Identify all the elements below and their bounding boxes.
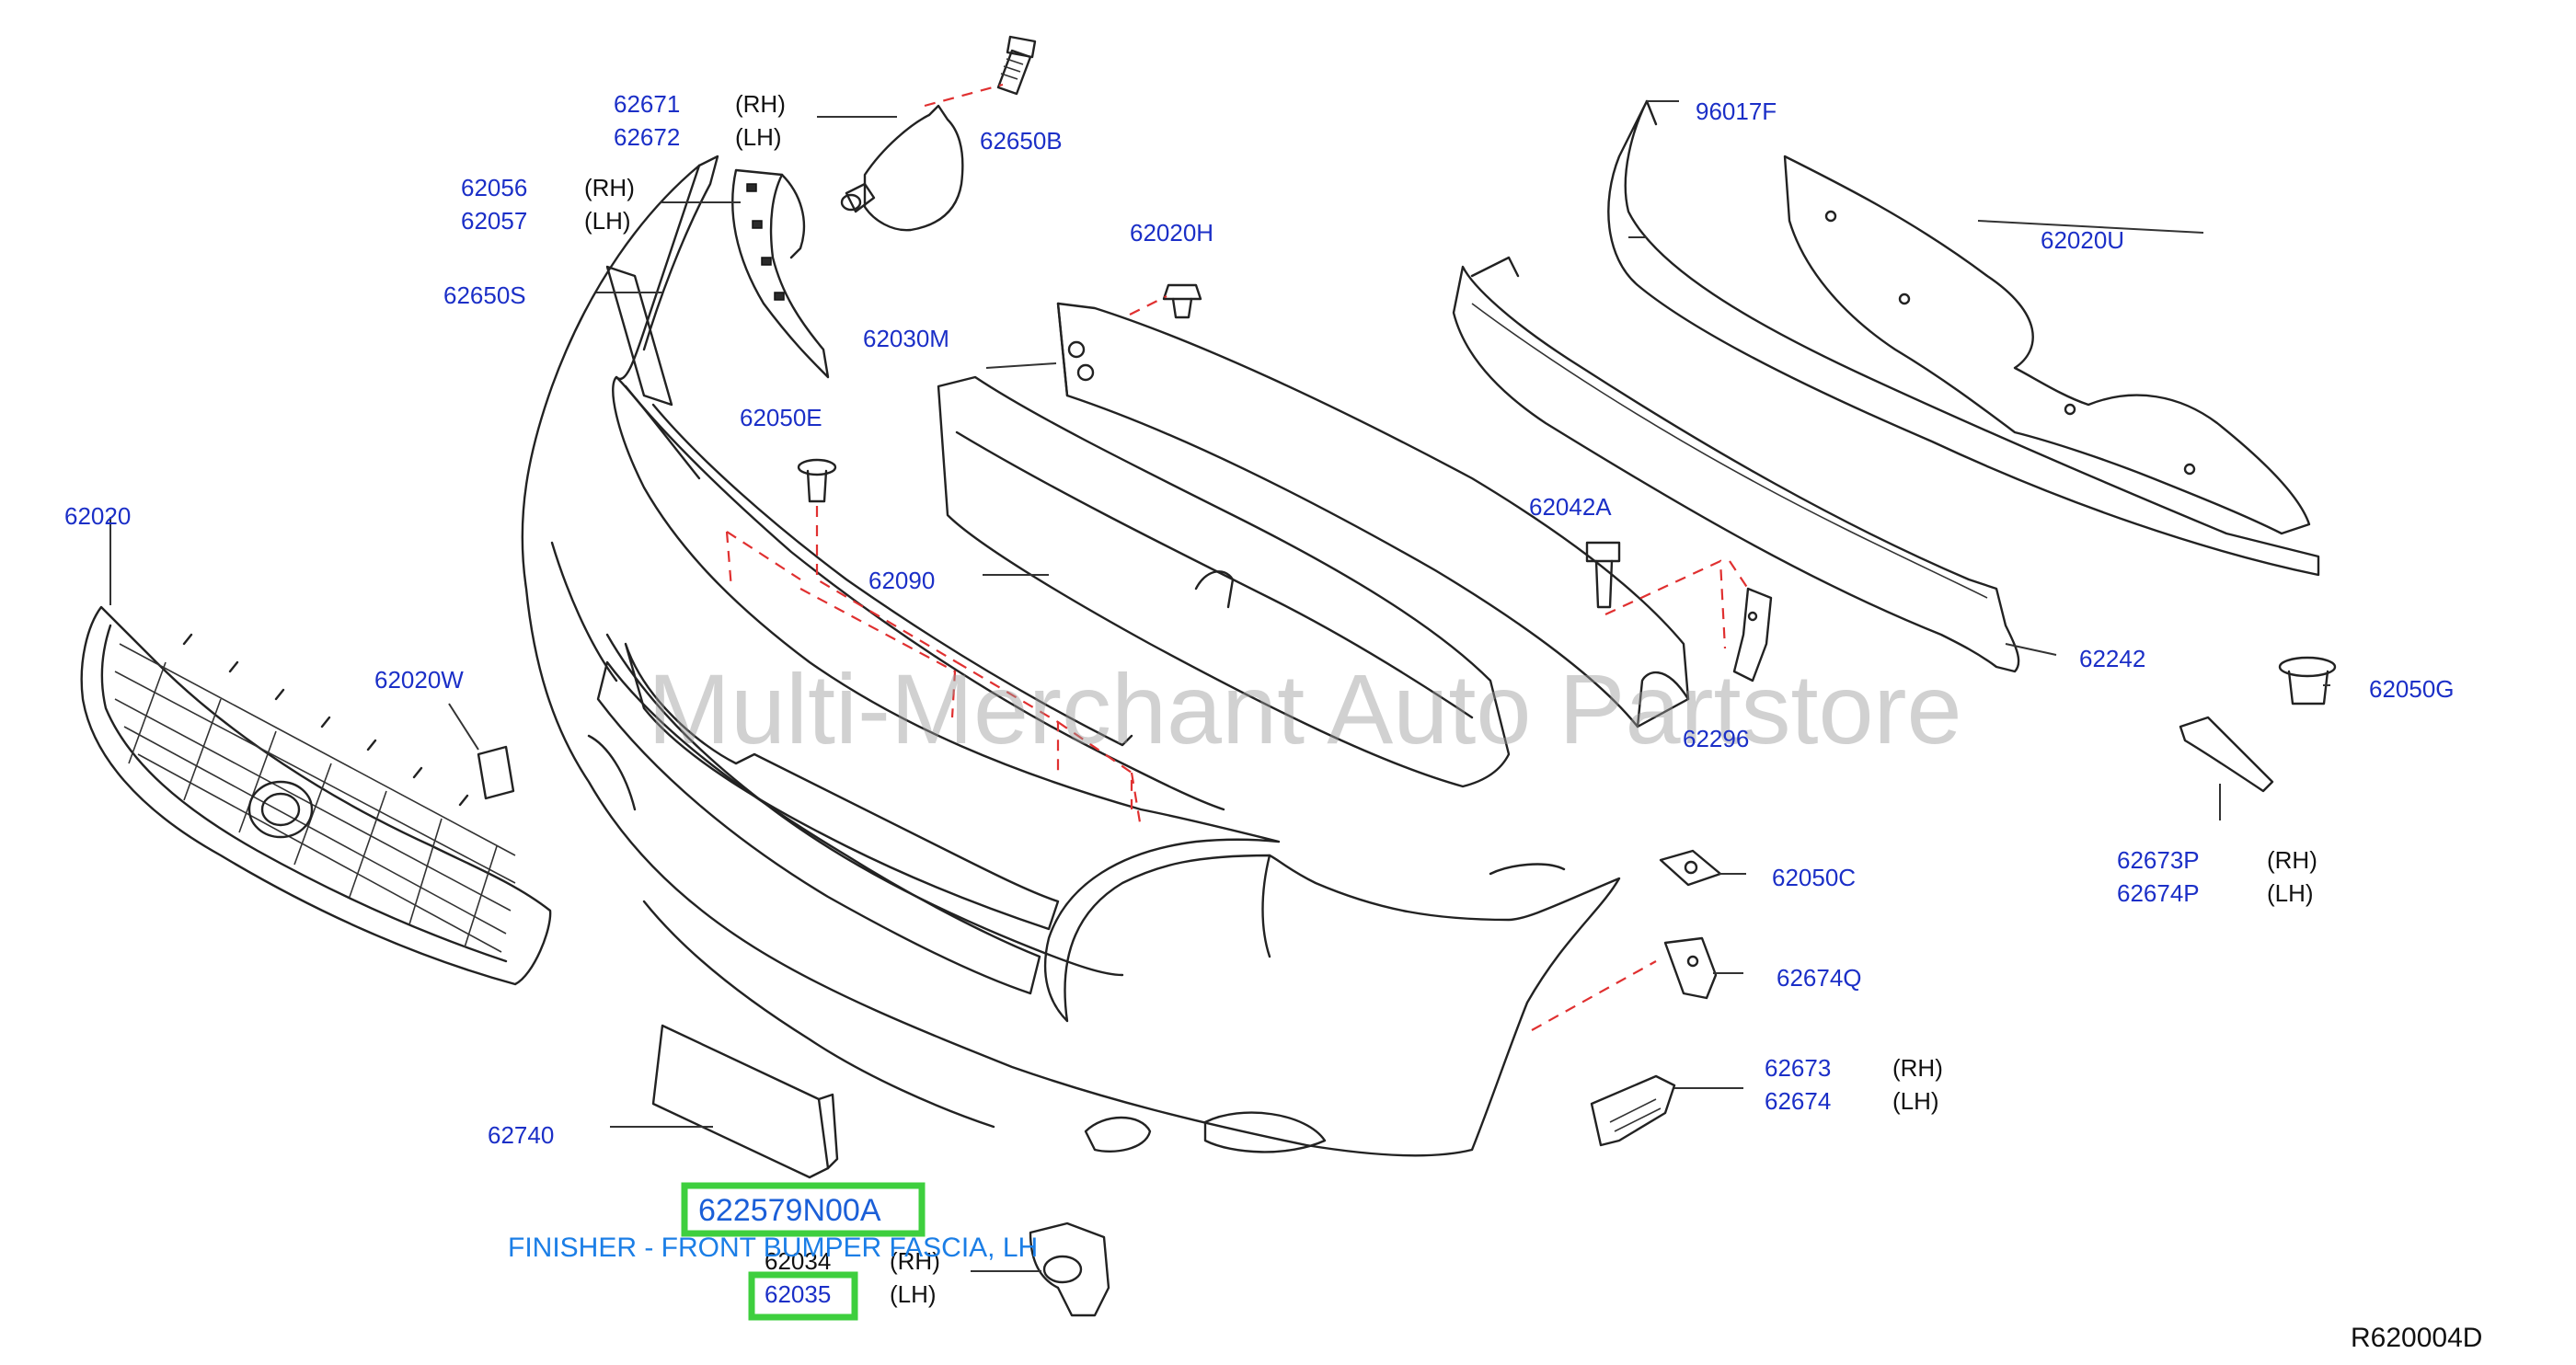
highlight-box-part-number <box>681 1182 926 1237</box>
support-62242-drawing <box>1452 256 2020 673</box>
label-62035[interactable]: 62035 <box>765 1280 831 1308</box>
side-62034: (RH) <box>890 1247 940 1275</box>
side-62673: (RH) <box>1892 1054 1943 1082</box>
label-62020W[interactable]: 62020W <box>374 666 464 694</box>
fascia-bracket-62056-drawing <box>731 168 830 379</box>
label-62674Q[interactable]: 62674Q <box>1777 964 1862 992</box>
label-62650S[interactable]: 62650S <box>443 281 526 309</box>
dashed-leader-lines <box>725 83 1749 1031</box>
label-62242[interactable]: 62242 <box>2079 645 2145 672</box>
undercover-62020U-drawing <box>1783 155 2311 535</box>
side-62057: (LH) <box>584 207 631 235</box>
label-62674[interactable]: 62674 <box>1765 1087 1831 1115</box>
label-62673P[interactable]: 62673P <box>2117 846 2200 874</box>
clip-62020H-drawing <box>1162 283 1202 319</box>
bracket-62671-drawing <box>840 104 964 232</box>
bracket-62673P-drawing <box>2179 716 2274 793</box>
label-62672[interactable]: 62672 <box>614 123 680 151</box>
watermark-text: Multi-Merchant Auto Partstore <box>648 653 1962 764</box>
highlight-box-62035 <box>748 1271 858 1321</box>
label-62674P[interactable]: 62674P <box>2117 879 2200 907</box>
finisher-62740-drawing <box>651 1024 839 1179</box>
label-62050E[interactable]: 62050E <box>740 404 822 431</box>
label-leader-lines <box>109 100 2330 1272</box>
label-62042A[interactable]: 62042A <box>1529 493 1612 521</box>
reinforcement-62030M-drawing <box>1056 302 1690 728</box>
nut-62050C-drawing <box>1659 849 1722 887</box>
label-62740[interactable]: 62740 <box>488 1121 554 1149</box>
energy-absorber-62090-drawing <box>937 375 1511 788</box>
label-62056[interactable]: 62056 <box>461 174 527 201</box>
label-62057[interactable]: 62057 <box>461 207 527 235</box>
label-62296[interactable]: 62296 <box>1683 725 1749 752</box>
diagram-reference-code: R620004D <box>2351 1323 2482 1353</box>
side-62056: (RH) <box>584 174 635 201</box>
side-62674: (LH) <box>1892 1087 1939 1115</box>
label-62020H[interactable]: 62020H <box>1130 219 1213 247</box>
highlighted-part-description: FINISHER - FRONT BUMPER FASCIA, LH <box>508 1233 1038 1263</box>
side-62672: (LH) <box>735 123 782 151</box>
bracket-62673-drawing <box>1590 1074 1676 1147</box>
front-bumper-fascia-drawing <box>521 155 1621 1157</box>
side-62035: (LH) <box>890 1280 937 1308</box>
label-62050C[interactable]: 62050C <box>1772 864 1856 891</box>
label-62650B[interactable]: 62650B <box>980 127 1063 155</box>
label-62673[interactable]: 62673 <box>1765 1054 1831 1082</box>
side-62671: (RH) <box>735 90 786 118</box>
side-62674P: (LH) <box>2267 879 2314 907</box>
bracket-62674Q-drawing <box>1663 936 1718 1000</box>
bolt-62650B-drawing <box>996 35 1037 96</box>
bolt-62042A-drawing <box>1585 541 1621 609</box>
grille-drawing <box>80 605 552 986</box>
label-62020[interactable]: 62020 <box>64 502 131 530</box>
highlighted-part-number[interactable]: 622579N00A <box>698 1193 881 1228</box>
lower-cover-96017F-drawing <box>1607 99 2320 577</box>
label-62034[interactable]: 62034 <box>765 1247 831 1275</box>
side-62673P: (RH) <box>2267 846 2317 874</box>
label-62671[interactable]: 62671 <box>614 90 680 118</box>
clip-62050E-drawing <box>797 458 837 503</box>
clip-62050G-drawing <box>2278 656 2337 705</box>
label-62090[interactable]: 62090 <box>868 567 935 594</box>
bracket-62296-drawing <box>1732 587 1773 682</box>
part-labels: 62671 (RH) 62672 (LH) 62650B 96017F 6205… <box>64 90 2455 1308</box>
label-62020U[interactable]: 62020U <box>2041 226 2124 254</box>
label-62050G[interactable]: 62050G <box>2369 675 2455 703</box>
label-96017F[interactable]: 96017F <box>1696 98 1777 125</box>
retainer-62020W-drawing <box>477 745 515 800</box>
label-62030M[interactable]: 62030M <box>863 325 949 352</box>
fog-bracket-62034-drawing <box>1029 1222 1110 1317</box>
